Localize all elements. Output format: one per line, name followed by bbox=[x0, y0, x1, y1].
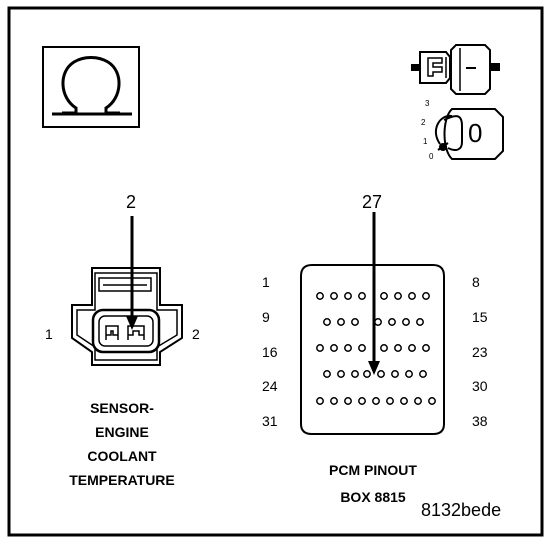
pcm-pin bbox=[372, 397, 380, 405]
pcm-pin bbox=[408, 292, 416, 300]
sensor-pin-right: 2 bbox=[192, 326, 200, 342]
pcm-pin bbox=[388, 318, 396, 326]
pcm-pin bbox=[323, 370, 331, 378]
pcm-left-label-24: 24 bbox=[262, 378, 278, 394]
reference-code: 8132bede bbox=[421, 500, 502, 520]
sensor-caption-line-2: ENGINE bbox=[95, 424, 149, 440]
pcm-connector-body bbox=[300, 264, 445, 435]
outer-frame bbox=[7, 6, 544, 537]
pcm-pin bbox=[363, 370, 371, 378]
pcm-pin bbox=[428, 397, 436, 405]
pcm-left-label-9: 9 bbox=[262, 309, 270, 325]
key-letter: 0 bbox=[468, 118, 483, 148]
pcm-right-label-15: 15 bbox=[472, 309, 488, 325]
pcm-pin bbox=[414, 397, 422, 405]
pcm-pin bbox=[344, 397, 352, 405]
sensor-callout: 2 bbox=[126, 192, 137, 212]
pcm-pin bbox=[358, 344, 366, 352]
pcm-pin bbox=[337, 370, 345, 378]
pcm-pin bbox=[394, 344, 402, 352]
pcm-pin bbox=[344, 292, 352, 300]
pcm-left-label-1: 1 bbox=[262, 274, 270, 290]
pcm-pin bbox=[380, 344, 388, 352]
pcm-pin bbox=[374, 318, 382, 326]
pcm-pin bbox=[316, 292, 324, 300]
pcm-right-label-38: 38 bbox=[472, 413, 488, 429]
pcm-pin bbox=[380, 292, 388, 300]
pcm-pin bbox=[422, 344, 430, 352]
pcm-right-label-23: 23 bbox=[472, 344, 488, 360]
pcm-pin bbox=[408, 344, 416, 352]
pcm-pin bbox=[358, 292, 366, 300]
pcm-pin bbox=[323, 318, 331, 326]
pcm-pin bbox=[316, 397, 324, 405]
pcm-caption-line-1: PCM PINOUT bbox=[329, 462, 417, 478]
pcm-pin bbox=[416, 318, 424, 326]
pcm-pin bbox=[394, 292, 402, 300]
pcm-left-label-16: 16 bbox=[262, 344, 278, 360]
pcm-pin bbox=[330, 344, 338, 352]
sensor-caption-line-4: TEMPERATURE bbox=[69, 472, 175, 488]
pcm-callout: 27 bbox=[362, 192, 383, 212]
pcm-pin-27-arrow bbox=[368, 212, 380, 375]
pcm-pin bbox=[337, 318, 345, 326]
ignition-key-icon bbox=[434, 108, 504, 160]
key-position-0: 0 bbox=[429, 152, 434, 161]
sensor-caption-line-3: COOLANT bbox=[87, 448, 157, 464]
pcm-pin bbox=[386, 397, 394, 405]
key-position-3: 3 bbox=[425, 99, 430, 108]
pcm-pin-grid bbox=[316, 292, 436, 405]
pcm-pin bbox=[391, 370, 399, 378]
pcm-pin bbox=[422, 292, 430, 300]
connector-icon bbox=[411, 44, 500, 95]
pcm-pin bbox=[344, 344, 352, 352]
sensor-caption-line-1: SENSOR- bbox=[90, 400, 154, 416]
pcm-right-label-30: 30 bbox=[472, 378, 488, 394]
pcm-caption-line-2: BOX 8815 bbox=[340, 489, 406, 505]
pcm-pin bbox=[405, 370, 413, 378]
pcm-pin bbox=[419, 370, 427, 378]
sensor-pin-2-arrow bbox=[126, 216, 138, 330]
pcm-pin bbox=[330, 397, 338, 405]
key-position-1: 1 bbox=[423, 137, 428, 146]
pcm-pin bbox=[316, 344, 324, 352]
pcm-pin bbox=[330, 292, 338, 300]
pcm-pin bbox=[402, 318, 410, 326]
pcm-pin bbox=[351, 370, 359, 378]
pcm-pin bbox=[358, 397, 366, 405]
pcm-left-label-31: 31 bbox=[262, 413, 278, 429]
pcm-pin bbox=[351, 318, 359, 326]
pcm-right-label-8: 8 bbox=[472, 274, 480, 290]
sensor-pin-left: 1 bbox=[45, 326, 53, 342]
pcm-pin bbox=[377, 370, 385, 378]
pcm-pin bbox=[400, 397, 408, 405]
ohm-symbol-icon bbox=[42, 46, 140, 128]
coolant-sensor-connector bbox=[71, 267, 183, 366]
key-position-2: 2 bbox=[421, 118, 426, 127]
